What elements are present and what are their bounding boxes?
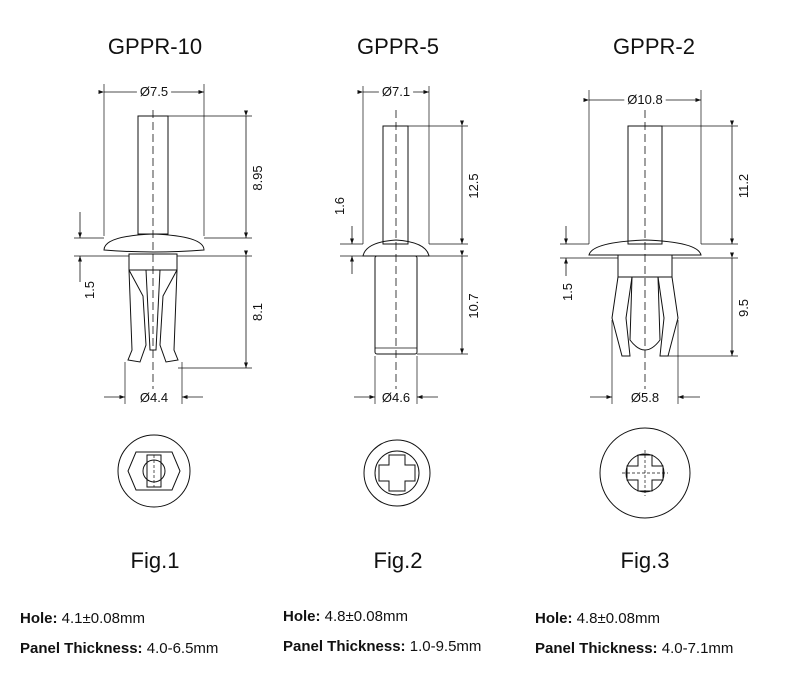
pin-shaft — [382, 125, 409, 245]
panel-label: Panel Thickness: — [20, 640, 143, 657]
rivet-head — [588, 239, 702, 256]
panel-spec-2: Panel Thickness: 1.0-9.5mm — [283, 638, 481, 655]
panel-label: Panel Thickness: — [283, 638, 406, 655]
fig-caption-3: Fig.3 — [620, 548, 670, 573]
fig-caption-2: Fig.2 — [373, 548, 423, 573]
hole-value: 4.8±0.08mm — [576, 610, 660, 627]
split-legs — [611, 276, 633, 357]
part-title-2: GPPR-5 — [357, 34, 439, 59]
dim-leg-length-1: 8.1 — [250, 303, 265, 321]
end-view-1 — [117, 434, 191, 508]
panel-label: Panel Thickness: — [535, 640, 658, 657]
dim-head-diameter-3: Ø10.8 — [627, 92, 662, 107]
part-title-3: GPPR-2 — [613, 34, 695, 59]
hole-label: Hole: — [20, 610, 58, 627]
dim-leg-diameter-1: Ø4.4 — [140, 390, 168, 405]
dim-head-height-3: 1.5 — [560, 283, 575, 301]
hole-value: 4.8±0.08mm — [324, 608, 408, 625]
panel-value: 4.0-6.5mm — [146, 640, 219, 657]
dim-shaft-length-1: 8.95 — [250, 165, 265, 190]
dim-head-diameter-2: Ø7.1 — [382, 84, 410, 99]
part-3-drawing — [560, 90, 738, 519]
panel-spec-3: Panel Thickness: 4.0-7.1mm — [535, 640, 733, 657]
hole-spec-2: Hole: 4.8±0.08mm — [283, 608, 408, 625]
split-legs — [127, 269, 147, 363]
part-title-1: GPPR-10 — [107, 34, 203, 59]
dim-head-diameter-1: Ø7.5 — [140, 84, 168, 99]
hole-spec-3: Hole: 4.8±0.08mm — [535, 610, 660, 627]
dim-leg-length-2: 10.7 — [466, 293, 481, 318]
dim-head-height-1: 1.5 — [82, 281, 97, 299]
rivet-head — [362, 239, 430, 257]
dim-leg-length-3: 9.5 — [736, 299, 751, 317]
dim-shaft-length-3: 11.2 — [736, 174, 751, 198]
dim-leg-diameter-2: Ø4.6 — [382, 390, 410, 405]
fig-caption-1: Fig.1 — [130, 548, 180, 573]
hole-value: 4.1±0.08mm — [61, 610, 145, 627]
panel-value: 4.0-7.1mm — [661, 640, 734, 657]
rivet-head — [103, 233, 205, 253]
part-1-drawing — [74, 84, 252, 508]
panel-spec-1: Panel Thickness: 4.0-6.5mm — [20, 640, 218, 657]
rivet-body — [374, 255, 418, 355]
dim-leg-diameter-3: Ø5.8 — [631, 390, 659, 405]
part-2-drawing — [340, 86, 468, 507]
end-view-2 — [363, 439, 431, 507]
hole-label: Hole: — [283, 608, 321, 625]
dim-shaft-length-2: 12.5 — [466, 173, 481, 198]
dim-head-height-2: 1.6 — [332, 197, 347, 215]
hole-label: Hole: — [535, 610, 573, 627]
end-view-3 — [599, 427, 691, 519]
panel-value: 1.0-9.5mm — [409, 638, 482, 655]
hole-spec-1: Hole: 4.1±0.08mm — [20, 610, 145, 627]
